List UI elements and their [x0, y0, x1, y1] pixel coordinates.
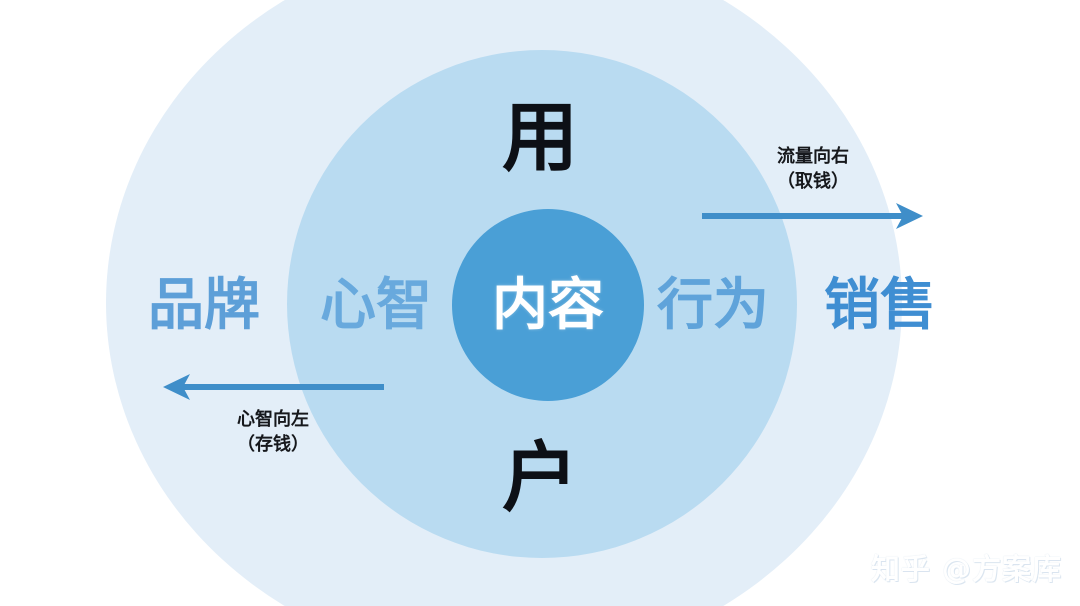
stage-label-behavior: 行为	[657, 273, 769, 338]
stage-label-brand: 品牌	[148, 273, 260, 338]
arrow-left-caption-line2: （存钱）	[237, 433, 309, 455]
inner-circle-content	[452, 209, 644, 401]
stage-label-content: 内容	[492, 273, 604, 338]
stage-label-sales: 销售	[824, 273, 936, 338]
arrow-left-caption: 心智向左 （存钱）	[148, 408, 398, 458]
arrow-right-icon	[702, 203, 923, 229]
arrow-left-icon	[163, 374, 384, 400]
user-label-bottom-character: 户	[502, 433, 578, 522]
user-label-top-character: 用	[502, 93, 578, 182]
arrow-right-caption-line1: 流量向右	[777, 146, 849, 167]
arrow-right-caption-line2: （取钱）	[777, 170, 849, 192]
watermark-text: 知乎 @方案库	[870, 552, 1062, 586]
arrow-right-caption: 流量向右 （取钱）	[688, 145, 938, 195]
stage-label-mind: 心智	[320, 273, 432, 338]
arrow-left-caption-line1: 心智向左	[237, 409, 309, 430]
